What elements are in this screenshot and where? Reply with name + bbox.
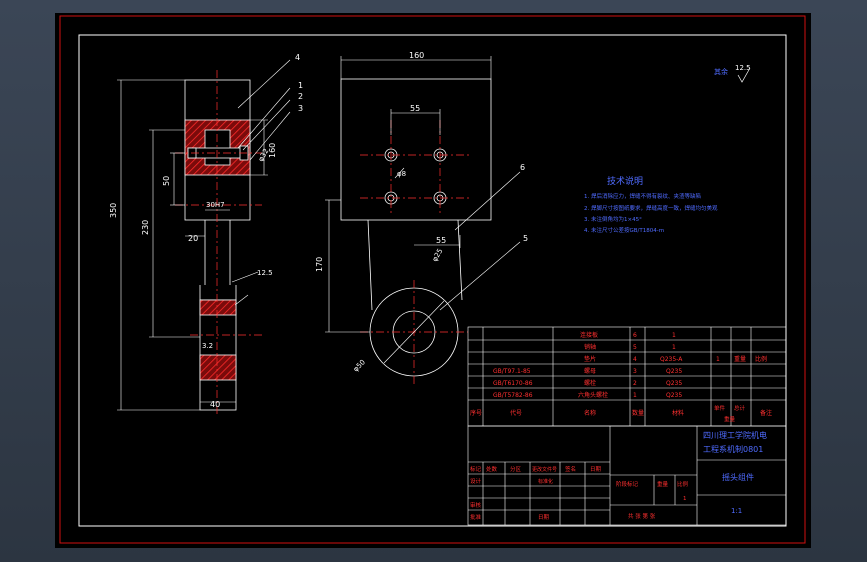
inner-frame bbox=[78, 34, 787, 527]
dim-50: 50 bbox=[162, 176, 171, 186]
bom-head-mat: 材料 bbox=[672, 409, 684, 417]
bom-grid bbox=[467, 326, 787, 427]
title-zone-label: 分区 bbox=[510, 465, 522, 473]
bom-head-weight: 重量 bbox=[724, 415, 736, 423]
title-scale-value: 1 bbox=[683, 496, 687, 502]
bom-mat: Q235 bbox=[666, 380, 682, 387]
dim-phi8: φ8 bbox=[397, 170, 406, 178]
tech-title: 技术说明 bbox=[607, 175, 643, 187]
title-mark-label: 标记 bbox=[470, 465, 482, 473]
bom-weight-label: 重量 bbox=[734, 355, 746, 363]
bom-row-6: 6 连接板 1 bbox=[580, 331, 676, 339]
roughness-3-2: 3.2 bbox=[202, 342, 213, 350]
front-centerlines bbox=[175, 70, 262, 415]
title-count-label: 处数 bbox=[486, 465, 498, 473]
dim-phi30: 30H7 bbox=[206, 201, 225, 209]
dim-170: 170 bbox=[315, 257, 324, 272]
bom-head-w2: 总计 bbox=[734, 404, 746, 412]
dim-230: 230 bbox=[141, 220, 150, 235]
title-sign-label: 签名 bbox=[565, 465, 576, 473]
bom-row-2: GB/T6170-86 螺栓 2 Q235 bbox=[493, 379, 682, 387]
bom-head-w1: 单件 bbox=[714, 404, 726, 412]
title-date-lower: 日期 bbox=[538, 514, 550, 521]
bom-code: GB/T6170-86 bbox=[493, 380, 533, 387]
title-sheet-label: 共 张 第 张 bbox=[628, 512, 656, 520]
leader-6: 6 bbox=[520, 163, 525, 172]
leader-2: 2 bbox=[298, 92, 303, 101]
bom-head-qty: 数量 bbox=[632, 409, 644, 417]
bom-head-code: 代号 bbox=[510, 409, 522, 417]
bom-name: 六角头螺栓 bbox=[578, 391, 608, 399]
title-change-label: 更改文件号 bbox=[532, 466, 557, 473]
bom-name: 连接板 bbox=[580, 331, 598, 339]
roughness-value: 12.5 bbox=[735, 64, 751, 72]
title-approve: 批准 bbox=[470, 513, 482, 521]
dim-160-side: 160 bbox=[268, 143, 277, 158]
bom-head-name: 名称 bbox=[584, 409, 596, 417]
title-dept: 工程系机制0801 bbox=[703, 444, 763, 454]
bom-mat: Q235 bbox=[666, 392, 682, 399]
dim-160-top: 160 bbox=[409, 51, 424, 60]
bom-single: 1 bbox=[716, 356, 720, 363]
bom-head-note: 备注 bbox=[760, 409, 772, 417]
tech-line-1: 1. 焊后消除应力，焊缝不得有裂纹、夹渣等缺陷 bbox=[584, 192, 701, 200]
bom-mat: Q235-A bbox=[660, 356, 683, 363]
bom-row-3: GB/T97.1-85 螺母 3 Q235 bbox=[493, 367, 682, 375]
roughness-symbol bbox=[737, 67, 751, 83]
title-drawing-number: 1:1 bbox=[731, 507, 742, 515]
title-scale-label: 比例 bbox=[677, 480, 689, 488]
bom-name: 销轴 bbox=[584, 343, 596, 351]
tech-line-2: 2. 焊脚尺寸按图纸要求，焊缝高度一致，焊缝均匀美观 bbox=[584, 204, 718, 212]
bom-name: 螺栓 bbox=[584, 379, 596, 387]
title-stage-label: 阶段标记 bbox=[616, 480, 639, 488]
title-drawing-name: 摇头组件 bbox=[722, 472, 754, 482]
title-grid bbox=[467, 425, 787, 526]
bom-qty: 1 bbox=[672, 332, 676, 339]
title-designer: 设计 bbox=[470, 477, 482, 485]
bom-no: 4 bbox=[633, 356, 637, 363]
dim-55-top: 55 bbox=[410, 104, 420, 113]
bom-row-5: 5 销轴 1 bbox=[584, 343, 676, 351]
bom-name: 垫片 bbox=[584, 355, 596, 363]
outer-border bbox=[59, 15, 806, 544]
leader-3: 3 bbox=[298, 104, 303, 113]
bom-no: 6 bbox=[633, 332, 637, 339]
title-weight-label: 重量 bbox=[657, 480, 669, 488]
bom-head-no: 序号 bbox=[470, 409, 482, 417]
title-checker: 审核 bbox=[470, 501, 482, 509]
roughness-note: 其余 bbox=[714, 67, 728, 76]
bom-no: 2 bbox=[633, 380, 637, 387]
bom-mat: Q235 bbox=[666, 368, 682, 375]
dim-350: 350 bbox=[109, 203, 118, 218]
bom-no: 3 bbox=[633, 368, 637, 375]
bom-no: 1 bbox=[633, 392, 637, 399]
tech-line-4: 4. 未注尺寸公差按GB/T1804-m bbox=[584, 226, 664, 234]
title-school: 四川理工学院机电 bbox=[703, 430, 767, 440]
roughness-12-5: 12.5 bbox=[257, 269, 273, 277]
title-std: 标准化 bbox=[538, 478, 553, 485]
tech-line-3: 3. 未注倒角均为1×45° bbox=[584, 215, 642, 223]
dim-55-lower: 55 bbox=[436, 236, 446, 245]
side-dimensions bbox=[325, 56, 521, 364]
front-dimensions bbox=[117, 59, 291, 411]
bom-no: 5 bbox=[633, 344, 637, 351]
bom-header: 序号 代号 名称 数量 材料 单件 总计 重量 备注 bbox=[470, 404, 772, 423]
bom-row-1: GB/T5782-86 六角头螺栓 1 Q235 bbox=[493, 391, 682, 399]
bom-name: 螺母 bbox=[584, 367, 596, 375]
drawing-sheet bbox=[55, 13, 811, 548]
leader-1: 1 bbox=[298, 81, 303, 90]
bom-qty: 1 bbox=[672, 344, 676, 351]
bom-code: GB/T5782-86 bbox=[493, 392, 533, 399]
bom-row-4: 4 垫片 Q235-A 1 重量 比例 bbox=[584, 355, 767, 363]
dim-40: 40 bbox=[210, 400, 220, 409]
bom-scale-label: 比例 bbox=[755, 355, 767, 363]
leader-5: 5 bbox=[523, 234, 528, 243]
title-date-label: 日期 bbox=[590, 466, 602, 473]
bom-code: GB/T97.1-85 bbox=[493, 368, 531, 375]
leader-4: 4 bbox=[295, 53, 300, 62]
dim-20: 20 bbox=[188, 234, 198, 243]
